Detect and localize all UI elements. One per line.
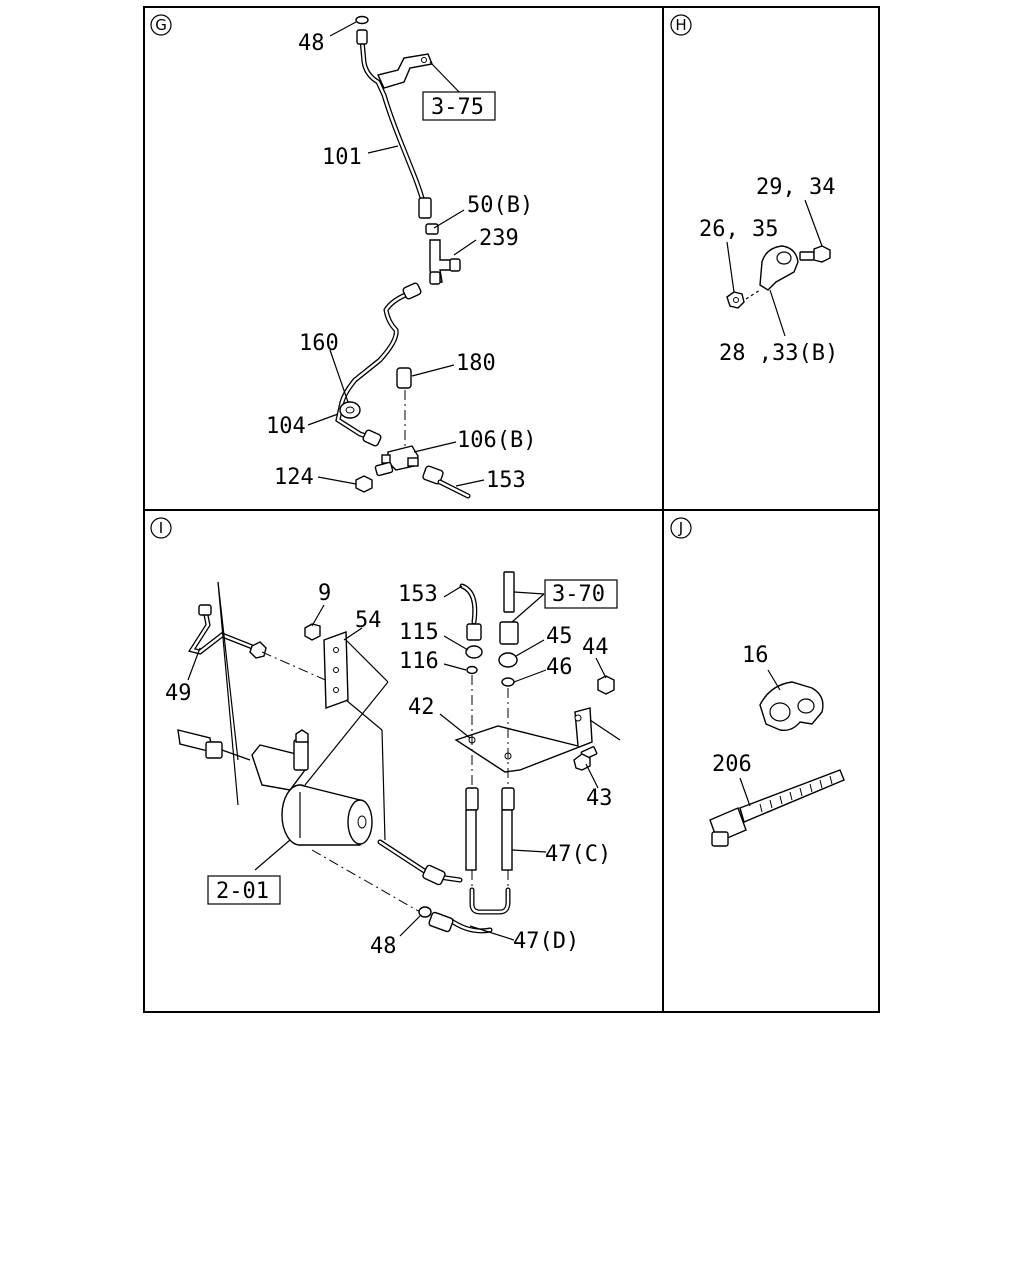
diagram-frame	[143, 6, 880, 1013]
callout-h-29-34: 29, 34	[756, 175, 835, 200]
section-marker-i: I	[150, 517, 172, 539]
callout-i-115: 115	[399, 620, 439, 645]
callout-g-50b: 50(B)	[467, 193, 533, 218]
callout-i-153: 153	[398, 582, 438, 607]
callout-i-116: 116	[399, 649, 439, 674]
svg-text:H: H	[675, 16, 686, 34]
callout-g-3-75: 3-75	[431, 95, 484, 120]
section-marker-j: J	[670, 517, 692, 539]
section-g-drawing	[307, 15, 496, 499]
section-marker-g: G	[150, 14, 172, 36]
section-h-drawing	[726, 199, 831, 337]
callout-i-47c: 47(C)	[545, 842, 611, 867]
callout-i-2-01: 2-01	[216, 879, 269, 904]
svg-text:J: J	[678, 519, 683, 537]
callout-g-153: 153	[486, 468, 526, 493]
callout-g-160: 160	[299, 331, 339, 356]
callout-g-101: 101	[322, 145, 362, 170]
section-i-drawing	[177, 571, 621, 941]
callout-g-124: 124	[274, 465, 314, 490]
callout-g-180: 180	[456, 351, 496, 376]
callout-i-42: 42	[408, 695, 435, 720]
callout-i-3-70: 3-70	[552, 582, 605, 607]
callout-i-46: 46	[546, 655, 573, 680]
svg-text:G: G	[155, 16, 167, 34]
callout-i-44: 44	[582, 635, 609, 660]
callout-j-16: 16	[742, 643, 769, 668]
callout-i-43: 43	[586, 786, 613, 811]
callout-j-206: 206	[712, 752, 752, 777]
callout-i-9: 9	[318, 581, 331, 606]
callout-g-239: 239	[479, 226, 519, 251]
callout-h-26-35: 26, 35	[699, 217, 778, 242]
callout-g-104: 104	[266, 414, 306, 439]
callout-g-48: 48	[298, 31, 325, 56]
callout-i-49: 49	[165, 681, 192, 706]
callout-i-45: 45	[546, 624, 573, 649]
svg-text:I: I	[159, 519, 163, 537]
section-j-drawing	[709, 669, 845, 847]
callout-g-106b: 106(B)	[457, 428, 536, 453]
callout-i-47d: 47(D)	[513, 929, 579, 954]
callout-i-48: 48	[370, 934, 397, 959]
section-marker-h: H	[670, 14, 692, 36]
callout-h-28-33b: 28 ,33(B)	[719, 341, 838, 366]
callout-i-54: 54	[355, 608, 382, 633]
